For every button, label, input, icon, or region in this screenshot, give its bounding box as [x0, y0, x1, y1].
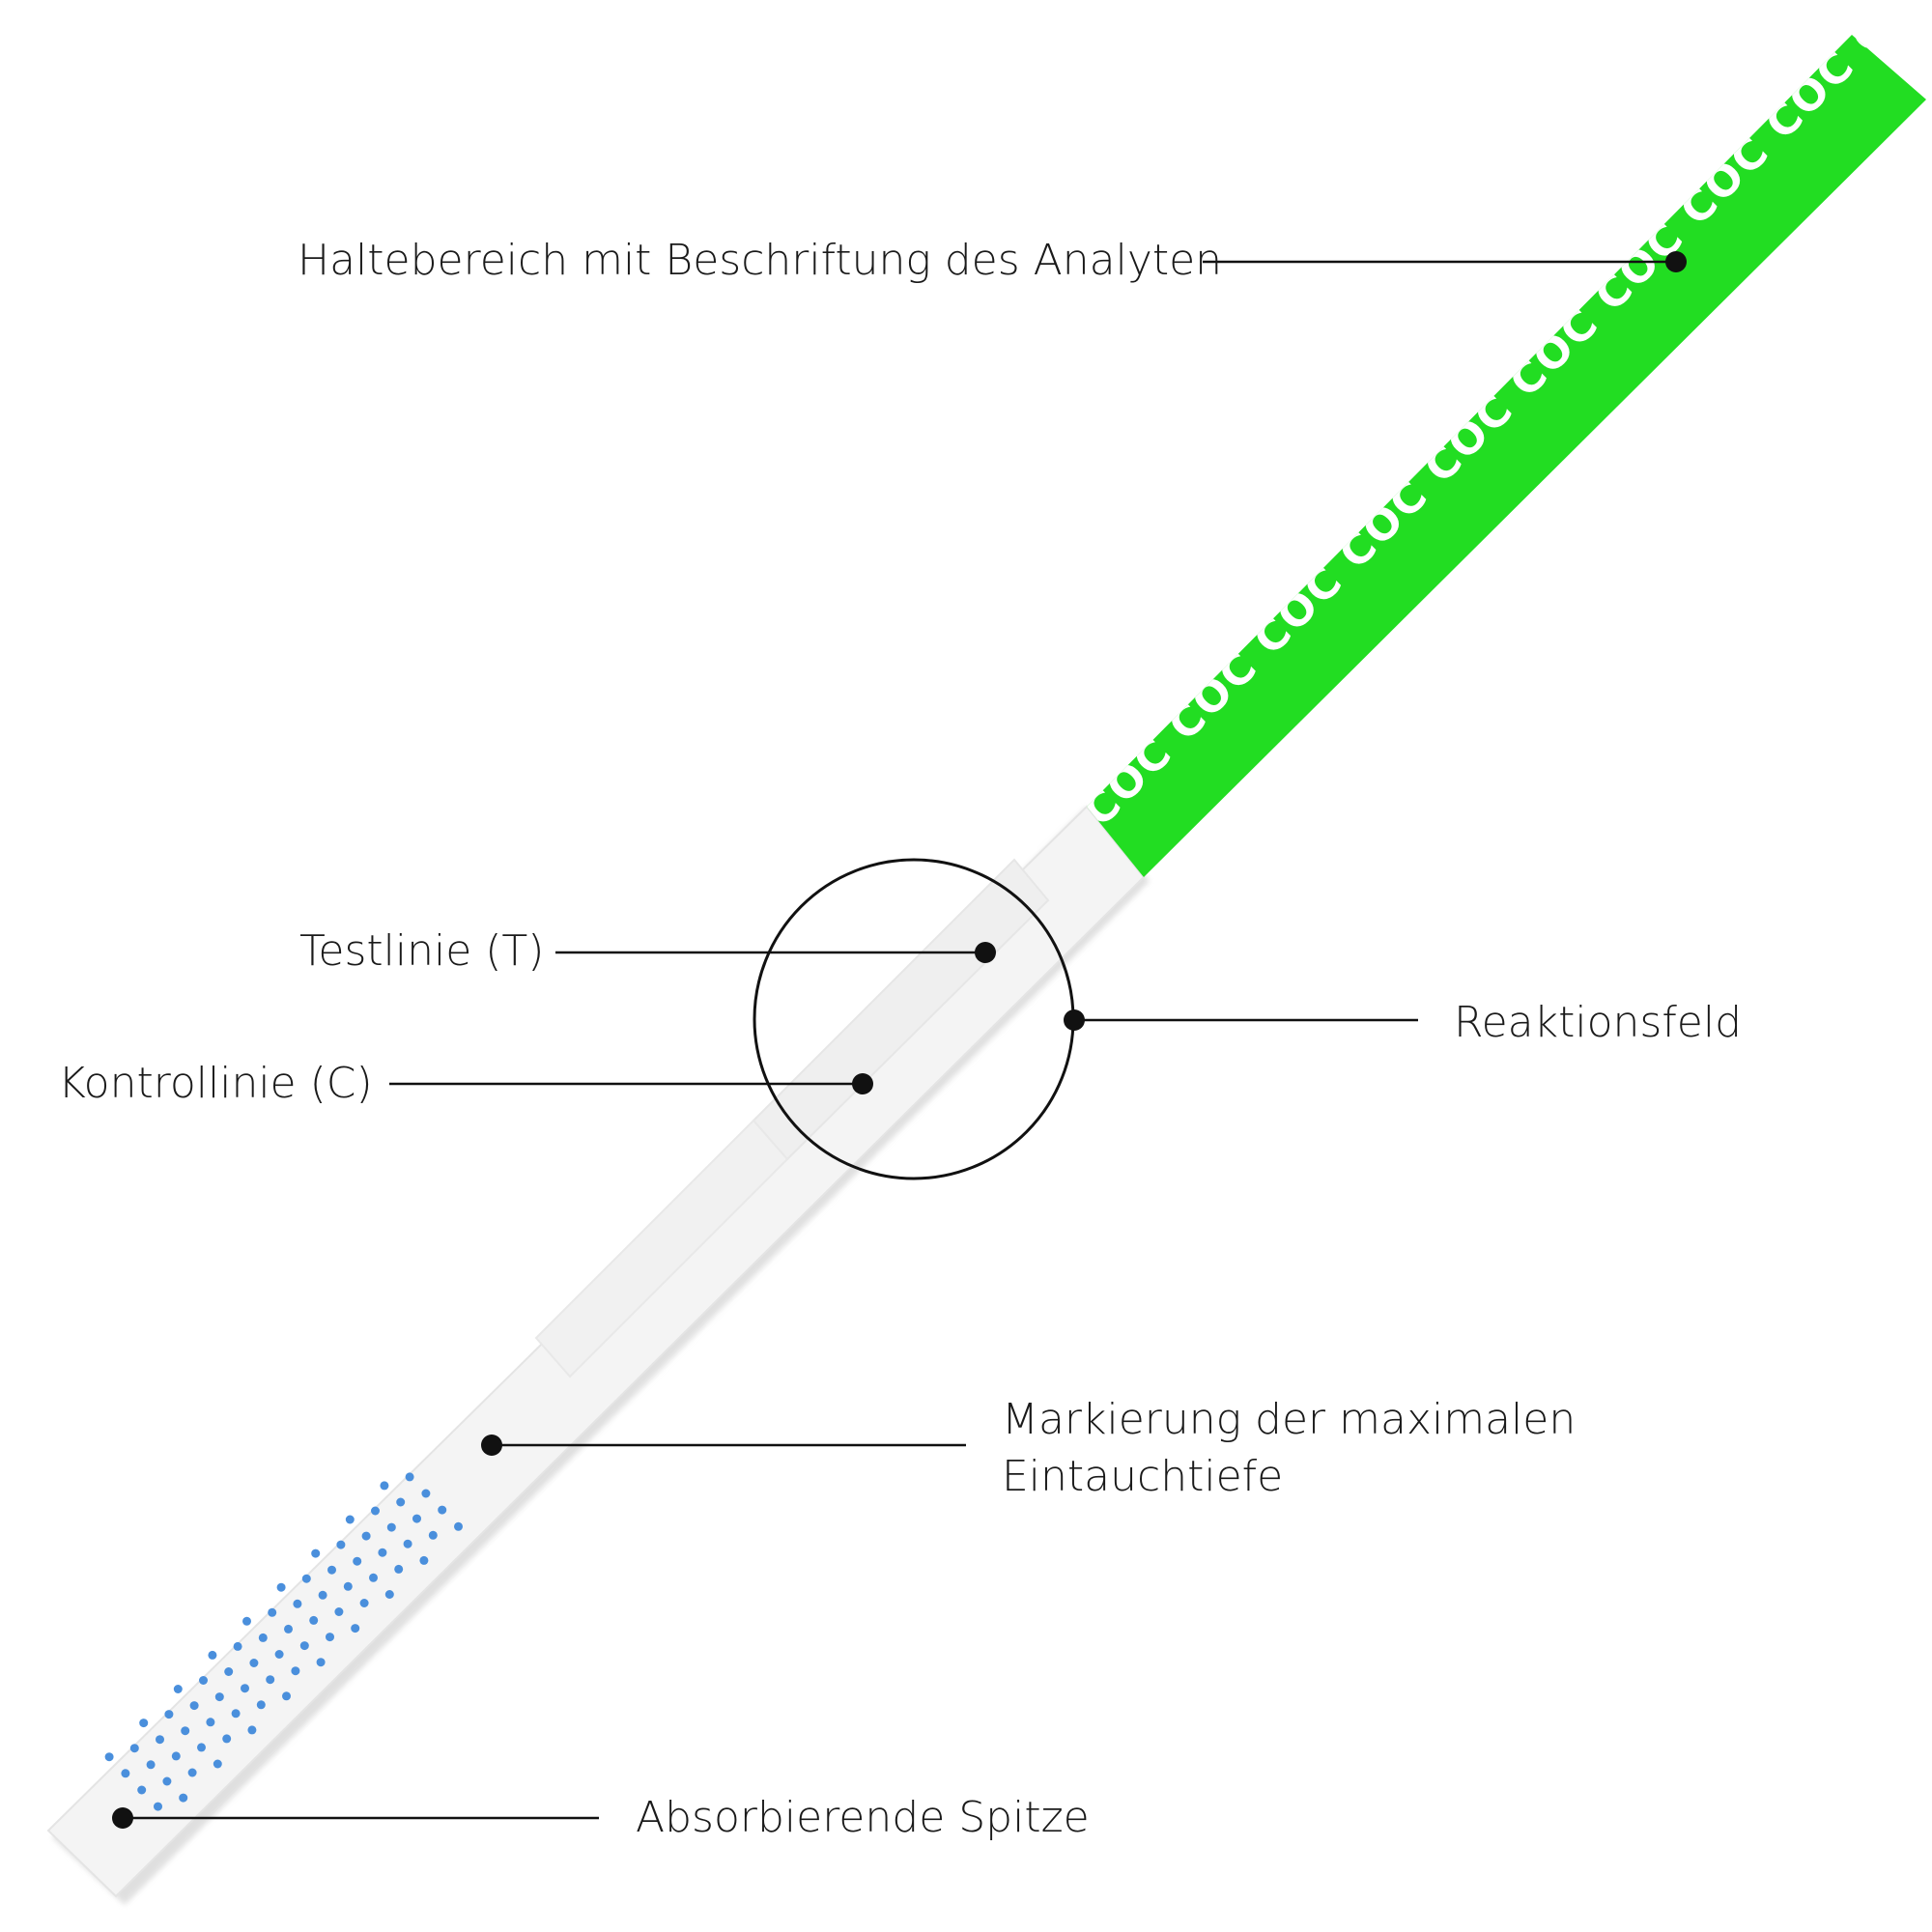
- absorbent-dot: [396, 1497, 406, 1507]
- absorbent-dot: [197, 1743, 206, 1752]
- absorbent-dot: [378, 1548, 387, 1557]
- label-max-depth-line1: Markierung der maximalen: [1002, 1395, 1576, 1444]
- absorbent-dot: [242, 1616, 251, 1626]
- absorbent-dot: [249, 1659, 259, 1667]
- absorbent-dot: [421, 1489, 431, 1498]
- absorbent-dot: [139, 1719, 149, 1728]
- label-test-line: Testlinie (T): [299, 926, 544, 976]
- absorbent-dot: [284, 1624, 293, 1634]
- absorbent-dot: [326, 1633, 334, 1642]
- absorbent-dot: [274, 1650, 284, 1659]
- absorbent-dot: [224, 1667, 234, 1676]
- absorbent-dot: [351, 1624, 360, 1634]
- absorbent-dot: [104, 1752, 114, 1762]
- sample-pad: [534, 1119, 789, 1378]
- absorbent-dot: [405, 1472, 414, 1482]
- absorbent-dot: [233, 1641, 242, 1651]
- absorbent-dot: [146, 1760, 156, 1770]
- absorbent-dot: [173, 1685, 183, 1693]
- absorbent-dot: [247, 1725, 257, 1735]
- absorbent-dot: [276, 1582, 286, 1592]
- analyte-row-2: COC COC COC COC COC COC COC COC COC COC …: [1074, 0, 1932, 837]
- absorbent-dot: [371, 1506, 380, 1516]
- absorbent-dot: [380, 1481, 389, 1491]
- absorbent-dot: [301, 1574, 311, 1583]
- absorbent-dot: [137, 1785, 147, 1795]
- absorbent-dot: [258, 1633, 268, 1642]
- absorbent-dot: [334, 1607, 344, 1616]
- absorbent-dot: [438, 1505, 447, 1515]
- label-reaction-field: Reaktionsfeld: [1454, 998, 1742, 1047]
- label-holding-area: Haltebereich mit Beschriftung des Analyt…: [298, 236, 1222, 285]
- absorbent-dot: [327, 1565, 336, 1575]
- analyte-print: COC COC COC COC COC COC COC COC COC COC …: [1074, 0, 1932, 837]
- absorbent-dot: [206, 1718, 215, 1727]
- absorbent-dot: [361, 1531, 371, 1541]
- absorbent-dot: [343, 1581, 353, 1591]
- absorbent-dot: [187, 1768, 197, 1777]
- marker-holding-area: [1665, 251, 1687, 272]
- absorbent-dot: [164, 1710, 174, 1719]
- absorbent-dot: [282, 1691, 291, 1701]
- absorbent-dot: [369, 1573, 378, 1582]
- holding-area: [1087, 35, 1926, 877]
- absorbent-dot: [181, 1726, 190, 1736]
- absorbent-dot: [171, 1751, 181, 1761]
- absorbent-dot: [299, 1641, 309, 1651]
- absorbent-dot: [208, 1650, 217, 1660]
- absorbent-dot: [222, 1734, 232, 1744]
- absorbent-dot: [412, 1514, 421, 1523]
- absorbent-dot: [268, 1607, 277, 1617]
- marker-max-depth: [481, 1435, 502, 1456]
- absorbent-dot: [394, 1564, 404, 1574]
- absorbent-dot: [241, 1684, 249, 1693]
- absorbent-dot: [318, 1590, 327, 1600]
- absorbent-dot: [359, 1599, 369, 1607]
- marker-control-line: [852, 1073, 873, 1094]
- absorbent-dot: [199, 1676, 208, 1685]
- absorbent-dot: [353, 1556, 362, 1566]
- absorbent-dot: [311, 1548, 321, 1558]
- absorbent-dot: [179, 1793, 188, 1803]
- absorbent-dot: [162, 1776, 172, 1786]
- absorbent-dot: [129, 1744, 139, 1753]
- marker-test-line: [975, 942, 996, 963]
- absorbent-dot: [345, 1515, 355, 1524]
- absorbent-dot: [154, 1802, 162, 1811]
- absorbent-dot: [336, 1540, 346, 1549]
- absorbent-dots: [104, 1472, 463, 1811]
- absorbent-dot: [384, 1590, 394, 1599]
- marker-reaction-field: [1064, 1009, 1085, 1031]
- absorbent-dot: [454, 1521, 463, 1531]
- absorbent-dot: [309, 1615, 319, 1625]
- absorbent-dot: [231, 1709, 241, 1719]
- absorbent-dot: [121, 1769, 130, 1778]
- absorbent-dot: [291, 1666, 300, 1676]
- absorbent-dot: [213, 1759, 222, 1769]
- absorbent-dot: [214, 1692, 224, 1702]
- absorbent-dot: [293, 1599, 302, 1608]
- absorbent-dot: [316, 1658, 326, 1667]
- absorbent-dot: [266, 1675, 275, 1685]
- marker-absorbent-tip: [112, 1807, 133, 1829]
- absorbent-dot: [386, 1522, 396, 1532]
- absorbent-dot: [419, 1555, 429, 1565]
- label-control-line: Kontrollinie (C): [58, 1059, 373, 1108]
- absorbent-dot: [189, 1701, 199, 1711]
- absorbent-dot: [428, 1530, 438, 1540]
- absorbent-dot: [156, 1735, 164, 1745]
- label-absorbent-tip: Absorbierende Spitze: [636, 1793, 1090, 1842]
- absorbent-dot: [256, 1700, 266, 1710]
- absorbent-dot: [403, 1539, 412, 1548]
- label-max-depth-line2: Eintauchtiefe: [1002, 1452, 1283, 1501]
